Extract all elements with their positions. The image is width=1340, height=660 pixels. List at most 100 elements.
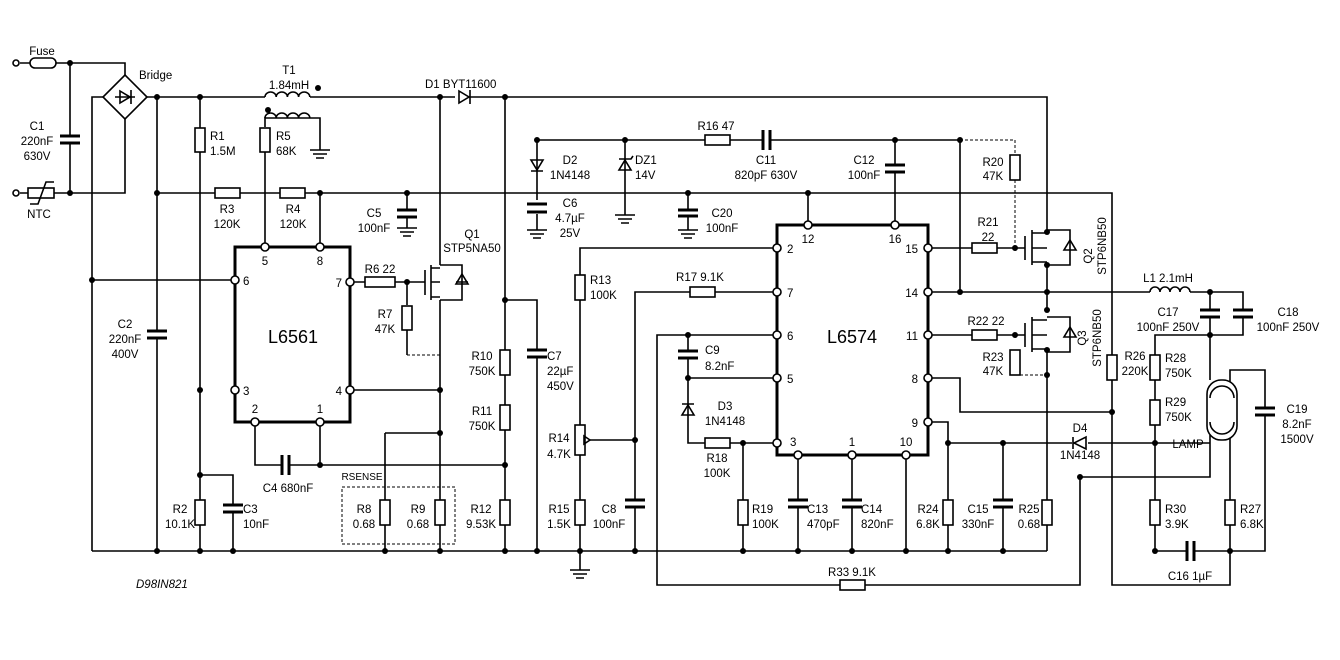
c20-value: 100nF	[706, 223, 739, 235]
dashed-links	[406, 139, 1047, 376]
c19-label: C19	[1286, 404, 1307, 416]
rsense-box	[341, 486, 456, 545]
inductor-t1-icon	[264, 85, 321, 119]
pin-label: 7	[336, 278, 342, 290]
r16-label: R16 47	[697, 121, 734, 133]
q1-value: STP5NA50	[443, 243, 501, 255]
bridge-rectifier-icon	[101, 73, 149, 121]
c4-label: C4 680nF	[263, 483, 314, 495]
pin-label: 3	[790, 437, 796, 449]
c2-label: C2	[118, 319, 133, 331]
pin-label: 8	[912, 374, 918, 386]
drawing-code: D98IN821	[136, 579, 188, 591]
c9-label: C9	[705, 345, 720, 357]
r10-value: 750K	[469, 366, 496, 378]
rsense-label: RSENSE	[341, 472, 382, 483]
pin-label: 9	[912, 418, 918, 430]
c13-value: 470pF	[807, 519, 840, 531]
c6-label: C6	[563, 198, 578, 210]
c5-value: 100nF	[358, 223, 391, 235]
pin-label: 10	[900, 437, 913, 449]
c8-label: C8	[602, 504, 617, 516]
c7-value: 22µF	[547, 366, 573, 378]
r30-value: 3.9K	[1165, 519, 1189, 531]
c18-value: 100nF 250V	[1257, 322, 1320, 334]
c9-value: 8.2nF	[705, 361, 734, 373]
capacitors	[60, 130, 1275, 561]
c7-label: C7	[547, 351, 562, 363]
c20-label: C20	[711, 208, 732, 220]
c14-label: C14	[861, 504, 883, 516]
d4-value: 1N4148	[1060, 450, 1100, 462]
r27-value: 6.8K	[1240, 519, 1264, 531]
r18-value: 100K	[704, 468, 731, 480]
r3-label: R3	[220, 204, 235, 216]
inductor-l1-icon	[1149, 286, 1191, 293]
ic-l6574-label: L6574	[827, 327, 877, 347]
fuse-icon	[12, 57, 57, 69]
r18-label: R18	[706, 453, 727, 465]
junctions	[67, 60, 1233, 554]
ntc-label: NTC	[27, 209, 51, 221]
c19-rating: 1500V	[1280, 434, 1314, 446]
r11-value: 750K	[469, 421, 496, 433]
r1-value: 1.5M	[210, 146, 236, 158]
diodes	[458, 89, 1087, 451]
pin-label: 2	[252, 404, 258, 416]
r12-value: 9.53K	[466, 519, 496, 531]
c1-label: C1	[30, 121, 45, 133]
c13-label: C13	[807, 504, 828, 516]
t1-value: 1.84mH	[269, 80, 309, 92]
r21-value: 22	[982, 232, 995, 244]
c15-label: C15	[967, 504, 988, 516]
q2-value: STP6NB50	[1097, 217, 1109, 275]
dz1-value: 14V	[635, 170, 656, 182]
r9-value: 0.68	[407, 519, 429, 531]
dz1-label: DZ1	[635, 155, 657, 167]
r1-label: R1	[210, 131, 225, 143]
r28-label: R28	[1165, 353, 1186, 365]
c18-label: C18	[1277, 307, 1298, 319]
r19-label: R19	[752, 504, 773, 516]
ntc-icon	[12, 181, 55, 205]
ic-l6561	[233, 245, 352, 424]
r25-label: R25	[1018, 504, 1039, 516]
r25-value: 0.68	[1018, 519, 1040, 531]
pin-label: 11	[906, 331, 918, 343]
resistors	[194, 127, 1236, 591]
d4-label: D4	[1073, 423, 1088, 435]
pin-label: 15	[905, 244, 918, 256]
d3-value: 1N4148	[705, 416, 745, 428]
r5-value: 68K	[276, 146, 297, 158]
r8-value: 0.68	[353, 519, 375, 531]
r23-value: 47K	[983, 366, 1004, 378]
r12-label: R12	[470, 504, 491, 516]
ic-pins	[230, 220, 933, 460]
pin-label: 2	[787, 244, 793, 256]
c16-label: C16 1µF	[1168, 571, 1212, 583]
d1-label: D1 BYT11600	[425, 79, 496, 91]
pin-label: 3	[243, 386, 249, 398]
c6-value: 4.7µF	[555, 213, 585, 225]
r27-label: R27	[1240, 504, 1261, 516]
l1-label: L1 2.1mH	[1143, 273, 1193, 285]
r14-label: R14	[548, 433, 570, 445]
d2-label: D2	[563, 155, 578, 167]
q3-value: STP6NB50	[1092, 309, 1104, 367]
r21-label: R21	[977, 217, 998, 229]
r26-value: 220K	[1122, 366, 1149, 378]
mosfet-q3-icon	[1024, 316, 1078, 353]
pin-label: 12	[802, 234, 815, 246]
pin-label: 6	[243, 276, 249, 288]
r14-value: 4.7K	[547, 449, 571, 461]
r24-value: 6.8K	[916, 519, 940, 531]
c3-value: 10nF	[243, 519, 269, 531]
c3-label: C3	[243, 504, 258, 516]
r5-label: R5	[276, 131, 291, 143]
c19-value: 8.2nF	[1282, 419, 1311, 431]
r10-label: R10	[471, 351, 492, 363]
r26-label: R26	[1124, 351, 1145, 363]
c1-value: 220nF	[21, 136, 54, 148]
c6-rating: 25V	[560, 228, 581, 240]
